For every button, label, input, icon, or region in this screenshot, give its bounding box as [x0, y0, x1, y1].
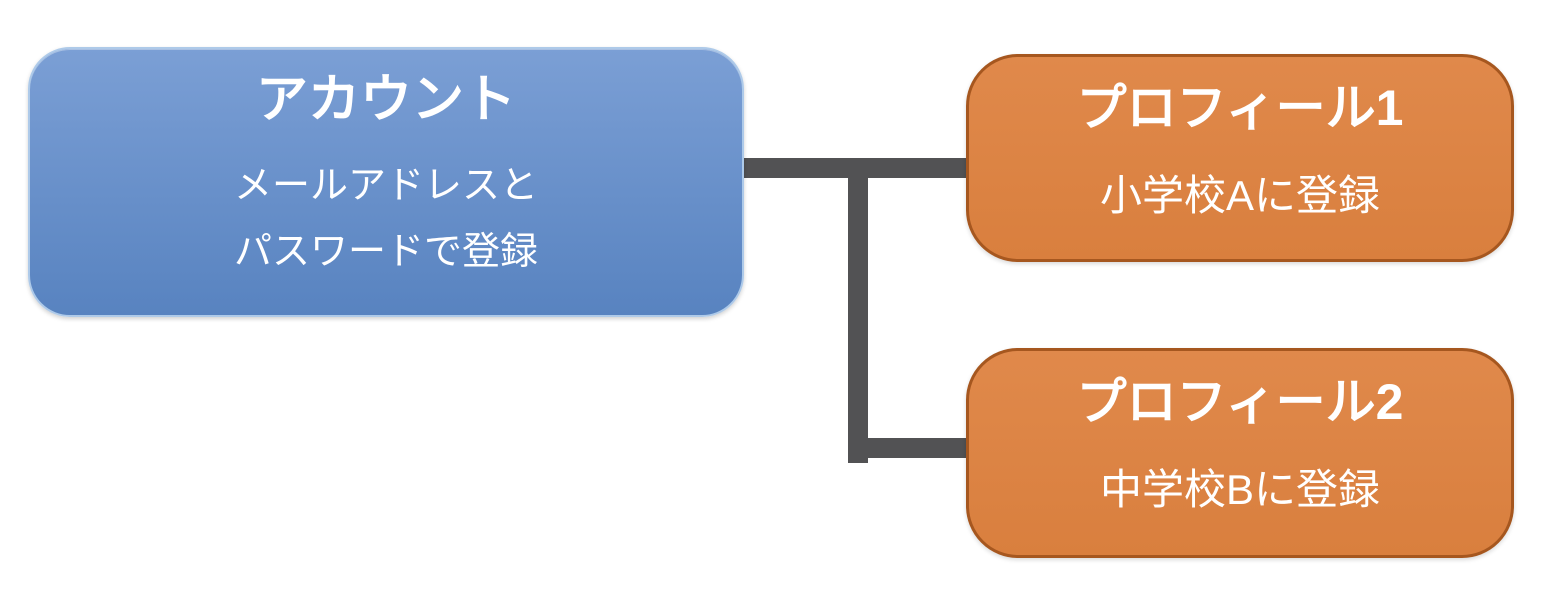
profile1-title: プロフィール1 [1076, 80, 1404, 136]
profile2-node: プロフィール2 中学校Bに登録 [966, 348, 1514, 558]
account-subtitle-line1: メールアドレスと [233, 165, 538, 207]
connector-vertical-branch [848, 158, 868, 463]
profile2-body: 中学校Bに登録 [1099, 466, 1380, 513]
profile1-node: プロフィール1 小学校Aに登録 [966, 54, 1514, 262]
account-subtitle: メールアドレスと パスワードで登録 [234, 153, 538, 285]
profile2-title: プロフィール2 [1076, 374, 1404, 430]
profile1-body: 小学校Aに登録 [1099, 172, 1380, 219]
connector-branch-to-profile2 [857, 438, 968, 458]
account-title: アカウント [255, 71, 516, 129]
account-node: アカウント メールアドレスと パスワードで登録 [28, 47, 744, 317]
account-subtitle-line2: パスワードで登録 [233, 231, 538, 273]
